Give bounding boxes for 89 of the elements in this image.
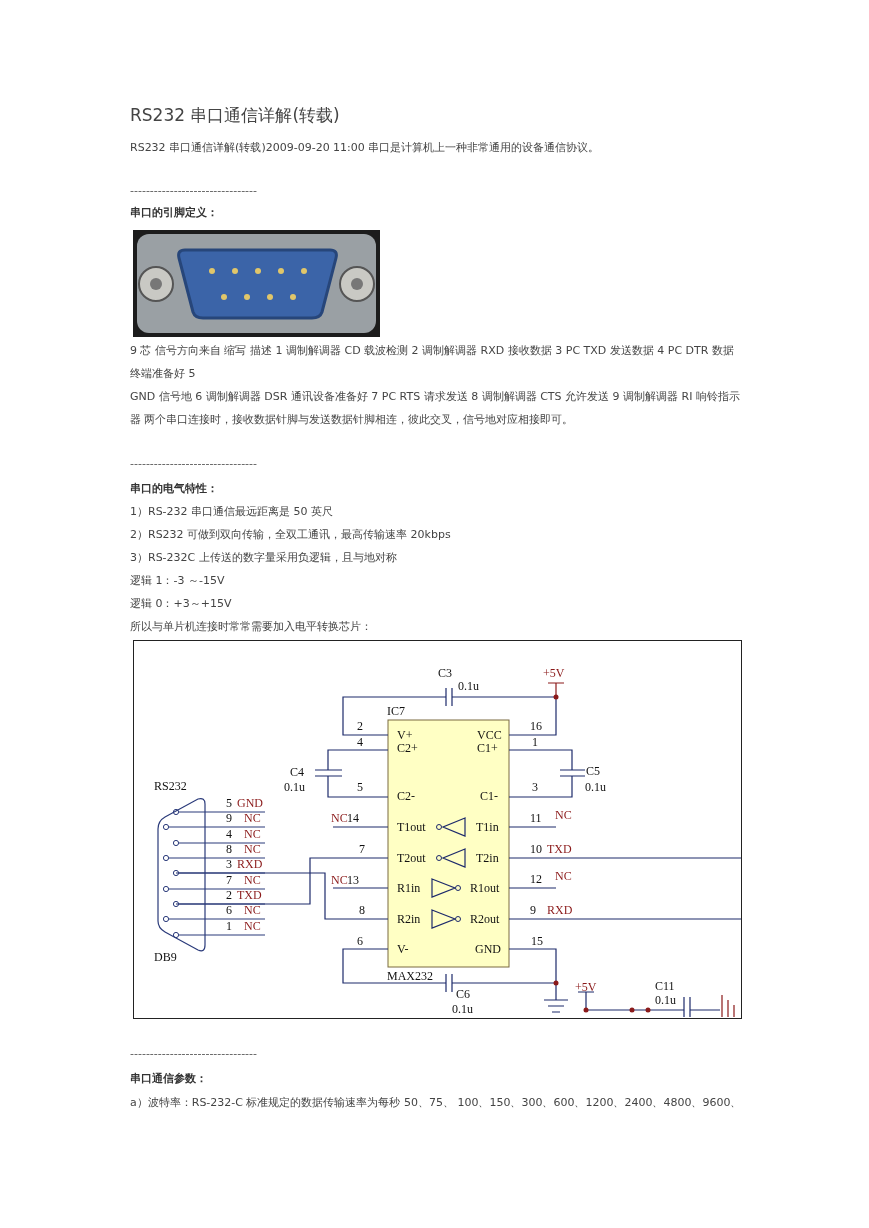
pin-name: V+ xyxy=(397,729,413,742)
component-label: C6 xyxy=(456,988,470,1001)
paragraph: GND 信号地 6 调制解调器 DSR 通讯设备准备好 7 PC RTS 请求发送 8 调制解调器 CTS 允许发送 9 调制解调器 RI 响铃指示器 两个串口连接时，接收数据针脚与发送数据针脚相连，彼此交叉，信号地对应相接即可。 xyxy=(130,389,741,428)
separator-text: -------------------------------- xyxy=(130,1047,257,1060)
signal-label: NC xyxy=(555,870,572,883)
value-label: 0.1u xyxy=(655,994,676,1007)
pin-number: 5 xyxy=(357,781,363,794)
value-label: 0.1u xyxy=(585,781,606,794)
pin-name: T2in xyxy=(476,852,499,865)
section-heading: 串口的引脚定义： xyxy=(130,205,218,220)
pin-name: R2in xyxy=(397,913,421,926)
signal-label: NC xyxy=(331,874,348,887)
component-label: C3 xyxy=(438,667,452,680)
signal-label: NC xyxy=(244,828,261,841)
pin-number: 9 xyxy=(226,812,232,825)
signal-label: NC xyxy=(244,812,261,825)
paragraph: 逻辑 0：+3～+15V xyxy=(130,596,232,611)
pin-number: 7 xyxy=(226,874,232,887)
page-title: RS232 串口通信详解(转载) xyxy=(130,104,340,127)
pin-number: 13 xyxy=(347,874,359,887)
pin-number: 4 xyxy=(226,828,232,841)
list-item: 1）RS-232 串口通信最远距离是 50 英尺 xyxy=(130,504,334,519)
pin-name: C1+ xyxy=(477,742,498,755)
pin-number: 1 xyxy=(226,920,232,933)
pin-number: 10 xyxy=(530,843,542,856)
pin-name: T1in xyxy=(476,821,499,834)
list-item: 2）RS232 可做到双向传输，全双工通讯，最高传输速率 20kbps xyxy=(130,527,451,542)
pin-name: T1out xyxy=(397,821,426,834)
signal-label: TXD xyxy=(237,889,262,902)
separator-text: -------------------------------- xyxy=(130,457,257,470)
pin-name: C2+ xyxy=(397,742,418,755)
pin-name: V- xyxy=(397,943,409,956)
value-label: 0.1u xyxy=(284,781,305,794)
pin-number: 9 xyxy=(530,904,536,917)
paragraph: a）波特率：RS-232-C 标准规定的数据传输速率为每秒 50、75、 100、150、300、600、1200、2400、4800、9600、 xyxy=(130,1095,742,1110)
pin-number: 15 xyxy=(531,935,543,948)
paragraph: 逻辑 1：-3 ～-15V xyxy=(130,573,225,588)
signal-label: RXD xyxy=(547,904,573,917)
pin-number: 8 xyxy=(226,843,232,856)
pin-number: 14 xyxy=(347,812,359,825)
pin-number: 1 xyxy=(532,736,538,749)
connector-label: RS232 xyxy=(154,780,187,793)
signal-label: NC xyxy=(244,904,261,917)
voltage-label: +5V xyxy=(543,667,565,680)
voltage-label: +5V xyxy=(575,981,597,994)
paragraph: 所以与单片机连接时常常需要加入电平转换芯片： xyxy=(130,619,372,634)
pin-number: 12 xyxy=(530,873,542,886)
pin-name: C1- xyxy=(480,790,498,803)
pin-name: GND xyxy=(475,943,501,956)
signal-label: NC xyxy=(244,843,261,856)
separator-text: -------------------------------- xyxy=(130,184,257,197)
component-label: C11 xyxy=(655,980,675,993)
list-item: 3）RS-232C 上传送的数字量采用负逻辑，且与地对称 xyxy=(130,550,397,565)
signal-label: NC xyxy=(244,920,261,933)
value-label: 0.1u xyxy=(452,1003,473,1016)
component-label: C5 xyxy=(586,765,600,778)
pin-name: R1in xyxy=(397,882,421,895)
pin-name: T2out xyxy=(397,852,426,865)
signal-label: TXD xyxy=(547,843,572,856)
signal-label: NC xyxy=(555,809,572,822)
pin-number: 6 xyxy=(357,935,363,948)
signal-label: NC xyxy=(244,874,261,887)
pin-number: 2 xyxy=(226,889,232,902)
section-heading: 串口通信参数： xyxy=(130,1071,207,1086)
chip-label: MAX232 xyxy=(387,970,433,983)
signal-label: GND xyxy=(237,797,263,810)
paragraph: 9 芯 信号方向来自 缩写 描述 1 调制解调器 CD 载波检测 2 调制解调器 RXD 接收数据 3 PC TXD 发送数据 4 PC DTR 数据终端准备好 5 xyxy=(130,343,735,382)
pin-name: R2out xyxy=(470,913,500,926)
value-label: 0.1u xyxy=(458,680,479,693)
signal-label: RXD xyxy=(237,858,263,871)
pin-number: 8 xyxy=(359,904,365,917)
pin-number: 3 xyxy=(226,858,232,871)
pin-number: 5 xyxy=(226,797,232,810)
pin-number: 4 xyxy=(357,736,363,749)
pin-number: 3 xyxy=(532,781,538,794)
pin-number: 7 xyxy=(359,843,365,856)
pin-number: 6 xyxy=(226,904,232,917)
section-heading: 串口的电气特性： xyxy=(130,481,218,496)
pin-name: VCC xyxy=(477,729,502,742)
connector-label: DB9 xyxy=(154,951,177,964)
pin-number: 16 xyxy=(530,720,542,733)
pin-number: 11 xyxy=(530,812,542,825)
signal-label: NC xyxy=(331,812,348,825)
pin-name: C2- xyxy=(397,790,415,803)
pin-number: 2 xyxy=(357,720,363,733)
chip-label: IC7 xyxy=(387,705,405,718)
paragraph: RS232 串口通信详解(转载)2009-09-20 11:00 串口是计算机上一种非常通用的设备通信协议。 xyxy=(130,140,600,155)
component-label: C4 xyxy=(290,766,304,779)
pin-name: R1out xyxy=(470,882,500,895)
